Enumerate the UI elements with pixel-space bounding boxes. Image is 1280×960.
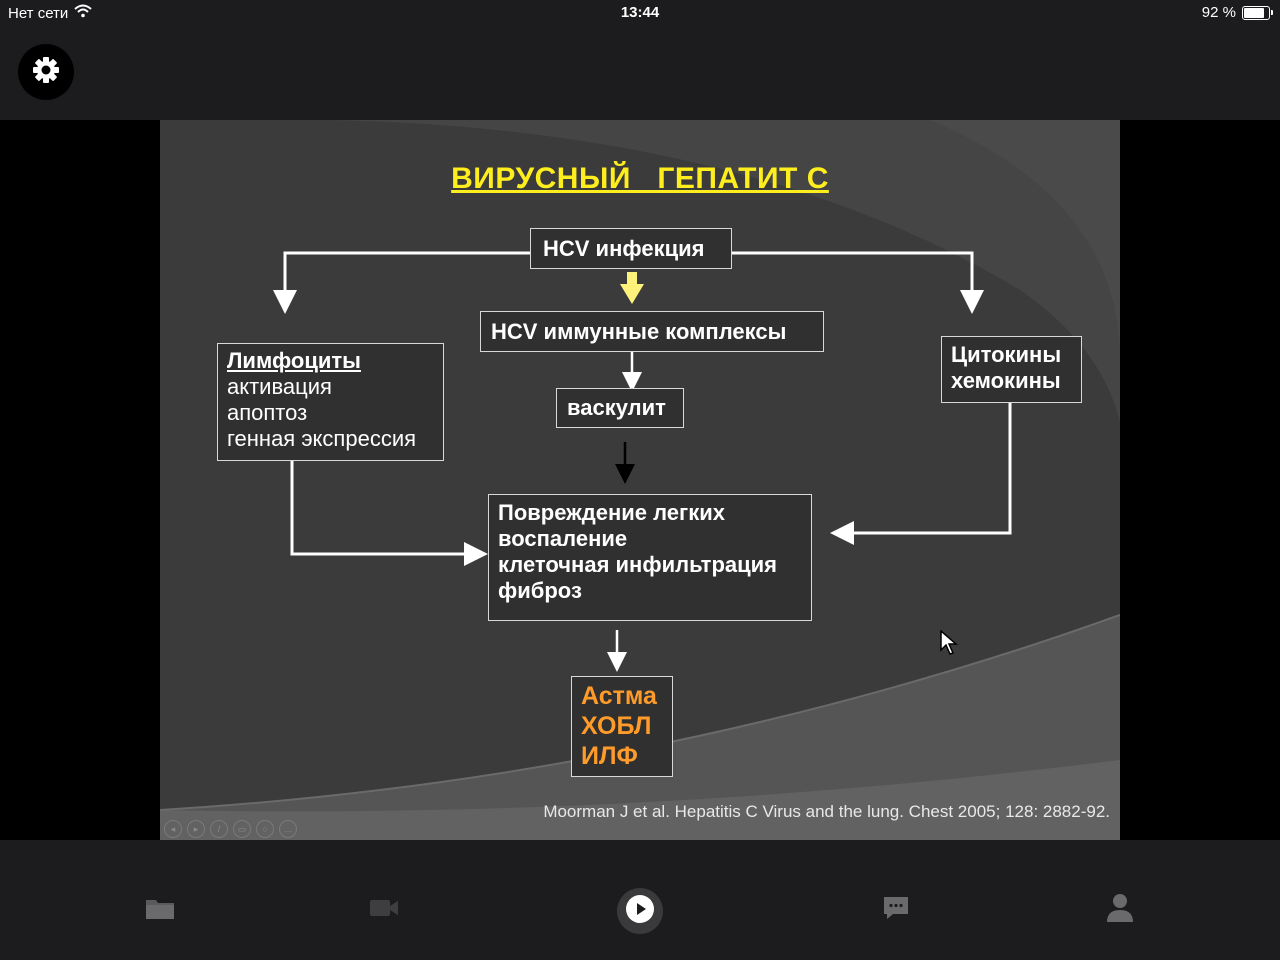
person-icon <box>1106 893 1134 928</box>
lymphocytes-line: генная экспрессия <box>227 426 417 451</box>
cytokines-box: Цитокины хемокины <box>941 336 1082 403</box>
lymphocytes-line: активация <box>227 374 332 399</box>
presentation-slide: ВИРУСНЫЙ ГЕПАТИТ С <box>160 120 1120 840</box>
status-bar: Нет сети 13:44 92 % <box>0 0 1280 26</box>
next-icon[interactable]: ▸ <box>187 820 205 838</box>
slide-player-controls: ◂ ▸ / ▭ ○ … <box>164 820 297 838</box>
battery-percent: 92 % <box>1201 4 1236 21</box>
more-icon[interactable]: … <box>279 820 297 838</box>
slide-citation: Moorman J et al. Hepatitis C Virus and t… <box>543 802 1110 821</box>
clock: 13:44 <box>620 4 660 21</box>
cytokines-line: хемокины <box>951 368 1061 393</box>
mouse-cursor-icon <box>940 629 959 661</box>
wifi-icon <box>74 4 92 22</box>
chat-icon <box>882 895 910 926</box>
status-left: Нет сети <box>8 4 92 22</box>
lung-damage-line: клеточная инфильтрация <box>498 552 778 577</box>
settings-button[interactable] <box>18 44 74 100</box>
vasculitis-box: васкулит <box>556 388 684 428</box>
folder-icon <box>145 896 175 925</box>
top-bar: Нет сети 13:44 92 % <box>0 0 1280 120</box>
immune-complexes-label: HCV иммунные комплексы <box>491 319 787 344</box>
hcv-infection-label: HCV инфекция <box>543 236 705 261</box>
status-right: 92 % <box>1201 4 1273 21</box>
vasculitis-label: васкулит <box>567 395 666 420</box>
outcome-line: ИЛФ <box>581 742 638 770</box>
tab-chat[interactable] <box>876 890 916 930</box>
outcome-line: ХОБЛ <box>581 712 652 740</box>
gear-icon <box>31 55 61 90</box>
battery-icon <box>1242 5 1273 20</box>
outcomes-box: Астма ХОБЛ ИЛФ <box>571 676 673 777</box>
lung-damage-line: воспаление <box>498 526 628 551</box>
hcv-infection-box: HCV инфекция <box>530 228 732 269</box>
bottom-tab-bar <box>0 840 1280 960</box>
immune-complexes-box: HCV иммунные комплексы <box>480 311 824 352</box>
lung-damage-line: фиброз <box>498 578 582 603</box>
video-player[interactable]: ВИРУСНЫЙ ГЕПАТИТ С <box>0 120 1280 840</box>
slide-title: ВИРУСНЫЙ ГЕПАТИТ С <box>451 162 829 195</box>
network-status: Нет сети <box>8 4 69 22</box>
lymphocytes-line: апоптоз <box>227 400 308 425</box>
play-icon <box>625 894 655 929</box>
lung-damage-box: Повреждение легких воспаление клеточная … <box>488 494 812 621</box>
tab-files[interactable] <box>140 890 180 930</box>
lymphocytes-box: Лимфоциты активация апоптоз генная экспр… <box>217 343 444 461</box>
zoom-icon[interactable]: ○ <box>256 820 274 838</box>
cytokines-line: Цитокины <box>951 342 1062 367</box>
pen-icon[interactable]: / <box>210 820 228 838</box>
tab-profile[interactable] <box>1100 890 1140 930</box>
slides-icon[interactable]: ▭ <box>233 820 251 838</box>
flow-arrows <box>273 251 1012 672</box>
previous-icon[interactable]: ◂ <box>164 820 182 838</box>
lymphocytes-heading: Лимфоциты <box>227 348 361 373</box>
play-button[interactable] <box>617 888 663 934</box>
tab-video[interactable] <box>364 890 404 930</box>
lung-damage-line: Повреждение легких <box>498 500 725 525</box>
outcome-line: Астма <box>581 682 657 710</box>
video-camera-icon <box>369 897 399 924</box>
